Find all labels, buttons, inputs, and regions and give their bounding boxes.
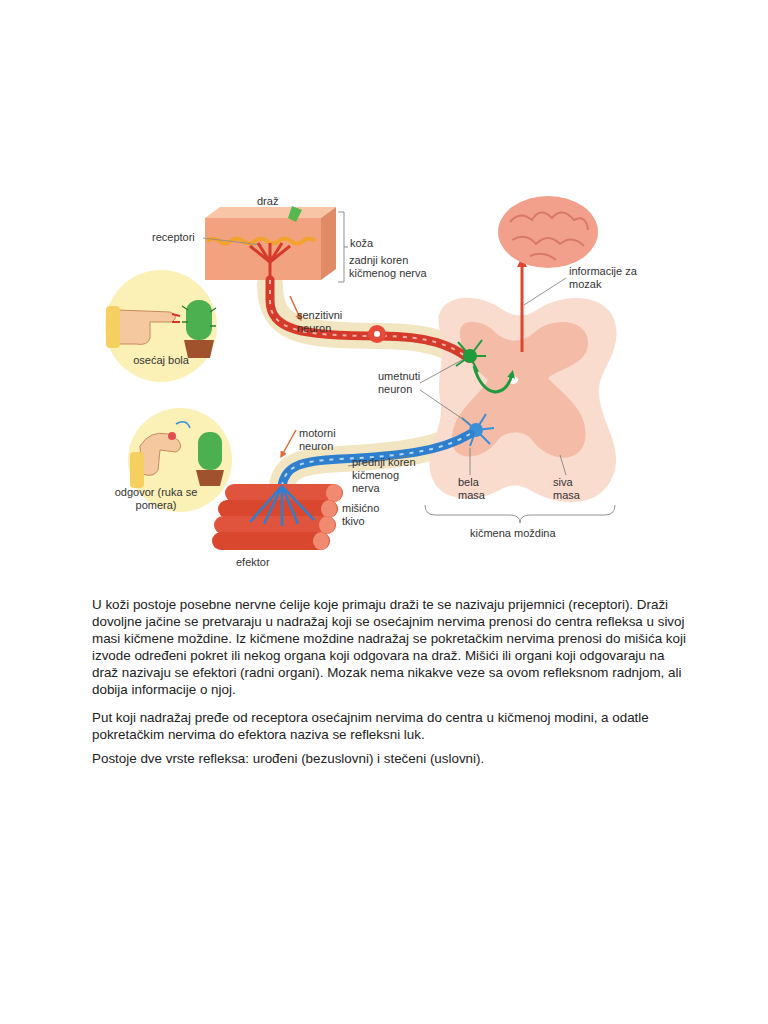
part-label: umetnuti neuron — [378, 370, 438, 396]
part-label: prednji koren kičmenog nerva — [352, 456, 426, 495]
scene-caption: odgovor (ruka se pomera) — [100, 486, 212, 512]
brain-arrow — [521, 262, 524, 352]
part-label: koža — [350, 237, 390, 250]
hand-touch-icon — [106, 300, 216, 358]
leader-line — [203, 238, 262, 245]
ganglion — [368, 325, 386, 343]
sensory-axon — [270, 280, 468, 358]
signal-arrow — [474, 366, 512, 392]
part-label: informacije za mozak — [569, 265, 639, 291]
body-paragraph: U koži postoje posebne nervne ćelije koj… — [92, 596, 694, 698]
interneuron — [463, 349, 477, 363]
ganglion-nucleus — [374, 331, 380, 337]
part-label: bela masa — [458, 476, 494, 502]
muscle-tissue — [212, 484, 343, 550]
part-label: senzitivni neuron — [297, 309, 359, 335]
sensory-axon-pattern — [270, 280, 468, 358]
part-label: mišićno tkivo — [342, 502, 392, 528]
scene-circle: odgovor (ruka se pomera) — [128, 408, 232, 512]
leader-lines — [338, 212, 615, 523]
direction-arrow — [282, 430, 296, 455]
part-label: receptori — [152, 231, 212, 244]
skin-top — [205, 207, 336, 218]
scene-caption: osećaj bola — [133, 354, 189, 367]
hand-withdraw-icon — [130, 422, 224, 488]
skin-block — [205, 218, 321, 280]
interneuron-dendrites — [456, 340, 486, 372]
motor-endings — [250, 486, 314, 526]
motor-dendrites — [462, 414, 494, 446]
body-paragraph: Postoje dve vrste refleksa: urođeni (bez… — [92, 750, 694, 767]
receptor-layer — [207, 239, 315, 244]
part-label: zadnji koren kičmenog nerva — [349, 254, 447, 280]
part-label: motorni neuron — [299, 427, 355, 453]
brain — [498, 196, 598, 268]
part-label: siva masa — [553, 476, 589, 502]
body-paragraph: Put koji nadražaj pređe od receptora ose… — [92, 709, 694, 743]
scene-circle: osećaj bola — [105, 270, 217, 382]
part-label: efektor — [236, 556, 286, 569]
stimulus-mark — [288, 206, 302, 222]
stimulus-label: draž — [257, 195, 297, 208]
part-label: kičmena moždina — [470, 527, 580, 540]
skin-side — [321, 207, 336, 280]
